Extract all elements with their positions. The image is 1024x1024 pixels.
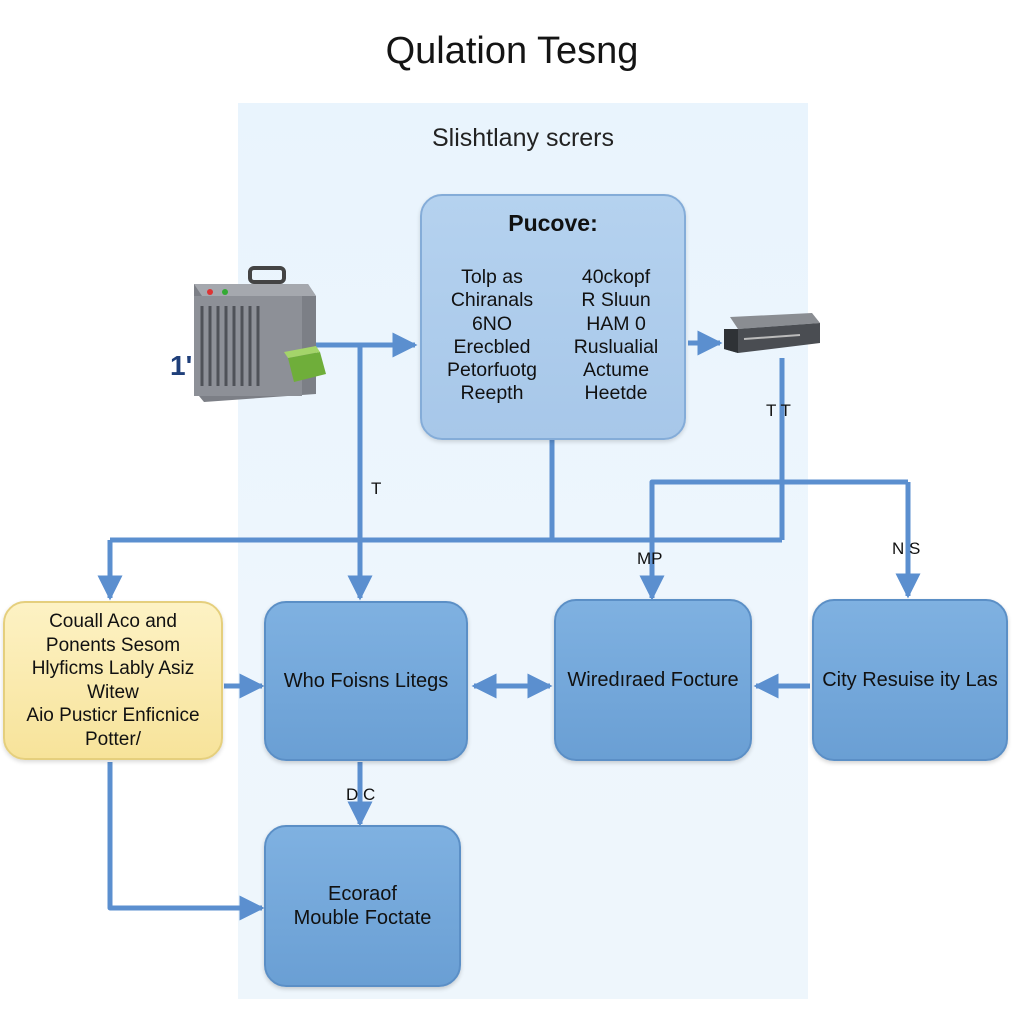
connector-label-ns: N S <box>892 539 921 558</box>
central-right-line: Actume <box>582 359 650 382</box>
central-right-line: R Sluun <box>581 289 651 312</box>
central-right-line: 40ckopf <box>581 266 651 288</box>
yellow-box-line: Witew <box>87 681 139 703</box>
connector-label-t: T <box>371 479 382 498</box>
yellow-box-line: Hlyficms Lably Asiz <box>31 658 195 679</box>
yellow-box-line: Potter/ <box>85 728 141 750</box>
city-box: City Resuise ity Las <box>812 599 1008 761</box>
connector-label-dc: D C <box>346 785 376 804</box>
connector-label-tt: T T <box>766 401 791 420</box>
diagram-title: Qulation Tesng <box>385 30 639 72</box>
ecoraof-box: Ecoraof Mouble Foctate <box>264 825 461 987</box>
central-left-line: Chiranals <box>450 289 534 312</box>
panel-subtitle: Slishtlany scrers <box>432 124 614 152</box>
arrow-yellow-to-ecoraof <box>107 762 265 921</box>
network-switch-icon <box>720 305 824 361</box>
central-process-box: Pucove: Tolp as Chiranals 6NO Erecbled P… <box>420 194 686 440</box>
arrow-down-to-wiredraed <box>639 479 908 601</box>
central-left-line: 6NO <box>471 312 513 335</box>
central-left-line: Petorfuotg <box>447 359 537 382</box>
device-number-label: 1' <box>170 350 193 381</box>
central-right-column: 40ckopf R Sluun HAM 0 Ruslualial Actume … <box>558 266 674 406</box>
yellow-box-line: Couall Aco and <box>49 611 177 632</box>
city-box-label: City Resuise ity Las <box>822 668 998 691</box>
server-unit-icon <box>180 262 330 407</box>
central-right-line: Ruslualial <box>573 335 659 358</box>
yellow-requirements-box: Couall Aco and Ponents Sesom Hlyficms La… <box>3 601 223 760</box>
central-left-line: Erecbled <box>453 335 531 358</box>
yellow-box-line: Ponents Sesom <box>45 634 181 656</box>
central-right-line: HAM 0 <box>586 312 646 335</box>
ecoraof-box-line: Ecoraof <box>328 883 397 905</box>
central-box-title: Pucove: <box>508 210 598 236</box>
who-box-label: Who Foisns Litegs <box>283 669 449 692</box>
central-left-line: Reepth <box>460 382 524 405</box>
central-left-column: Tolp as Chiranals 6NO Erecbled Petorfuot… <box>432 266 552 406</box>
yellow-box-line: Aio Pusticr Enficnice <box>26 705 200 726</box>
central-left-line: Tolp as <box>461 266 523 288</box>
ecoraof-box-line: Mouble Foctate <box>293 907 432 929</box>
who-box: Who Foisns Litegs <box>264 601 468 761</box>
wiredraed-box: Wiredıraed Focture <box>554 599 752 761</box>
central-right-line: Heetde <box>584 382 648 405</box>
wiredraed-box-label: Wiredıraed Focture <box>567 668 739 691</box>
connector-label-mp: MP <box>637 549 663 568</box>
